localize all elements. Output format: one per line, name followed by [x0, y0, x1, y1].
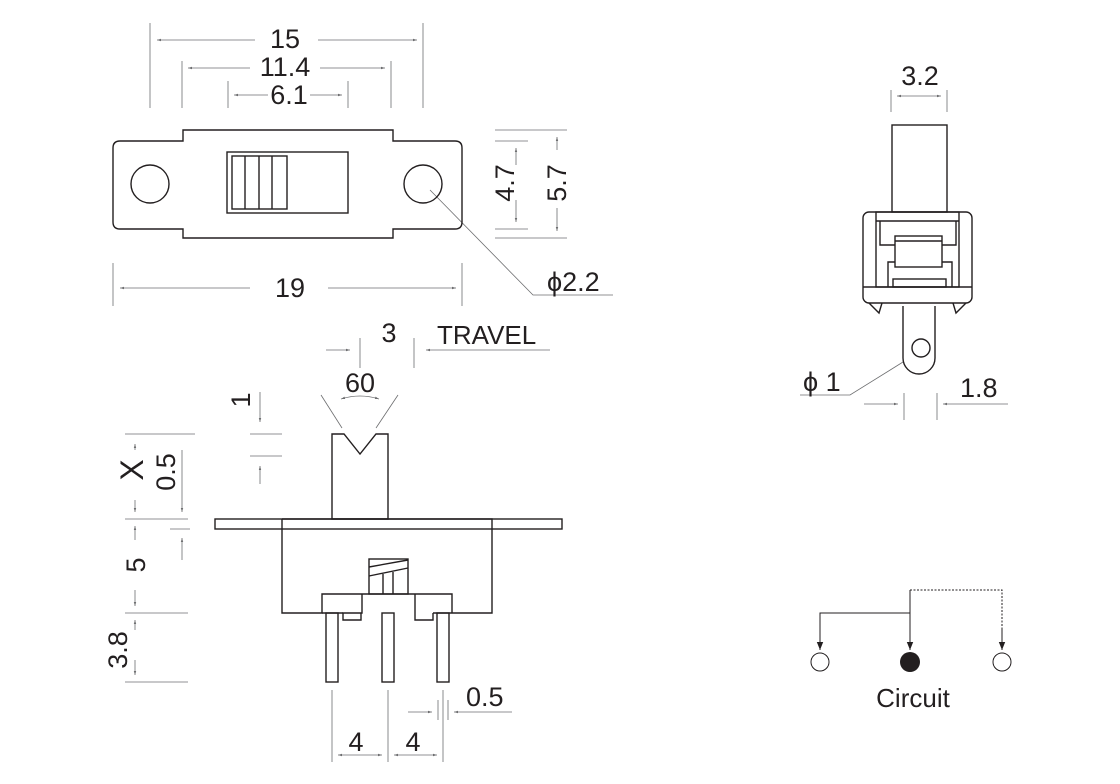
- dimension-lines-side: [125, 338, 550, 762]
- dim-x: X: [114, 459, 150, 480]
- dim-pin-thickness: 1.8: [960, 373, 998, 403]
- dimension-lines-top: [112, 23, 613, 306]
- dim-actuator-width: 3.2: [901, 61, 939, 91]
- dim-pin-hole: ϕ 1: [803, 367, 841, 397]
- tab-hole: [911, 338, 931, 358]
- pin-1: [325, 612, 339, 683]
- dim-travel-value: 3: [381, 318, 396, 348]
- terminal-left-open: [810, 652, 830, 672]
- circuit-label: Circuit: [876, 683, 950, 713]
- pin-2: [381, 612, 395, 683]
- terminal-common-filled: [900, 652, 920, 672]
- end-view: 3.2 ϕ 1 1.8: [800, 61, 1008, 420]
- top-view: 15 11.4 6.1 19 ϕ2.2 4.7 5.7: [112, 23, 613, 306]
- dim-pin-pitch-left: 4: [348, 727, 363, 757]
- dim-15: 15: [270, 24, 300, 54]
- dim-notch-depth: 1: [226, 392, 256, 407]
- actuator-side: [331, 433, 389, 520]
- dim-11-4: 11.4: [260, 52, 311, 82]
- dim-19: 19: [275, 273, 305, 303]
- dim-4-7: 4.7: [490, 164, 520, 202]
- dim-flange-thickness: 0.5: [151, 453, 181, 491]
- dim-body-depth: 5: [121, 557, 151, 572]
- mounting-plate-outline: [112, 129, 463, 239]
- solder-tab: [902, 306, 936, 375]
- actuator-end: [891, 124, 948, 213]
- mounting-hole-right: [403, 164, 443, 204]
- dim-5-7: 5.7: [542, 164, 572, 202]
- circuit-diagram: Circuit: [810, 589, 1012, 713]
- mounting-hole-left: [130, 164, 170, 204]
- dim-pin-width: 0.5: [466, 682, 504, 712]
- housing-side: [281, 518, 493, 621]
- pin-3: [436, 612, 450, 683]
- side-view: 3 TRAVEL 60 1 X 0.5 5 3.8 0.5 4 4: [103, 318, 563, 762]
- contact-block: [894, 235, 943, 268]
- flange: [214, 518, 563, 530]
- slider-contact: [368, 558, 409, 595]
- actuator-slot: [226, 151, 349, 214]
- dim-angle: 60: [345, 368, 375, 398]
- dim-6-1: 6.1: [270, 80, 308, 110]
- dim-travel-label: TRAVEL: [437, 320, 536, 350]
- dim-hole-diameter: ϕ2.2: [547, 267, 600, 297]
- dim-pin-pitch-right: 4: [405, 727, 420, 757]
- dim-pin-length: 3.8: [103, 631, 133, 669]
- terminal-right-open: [992, 652, 1012, 672]
